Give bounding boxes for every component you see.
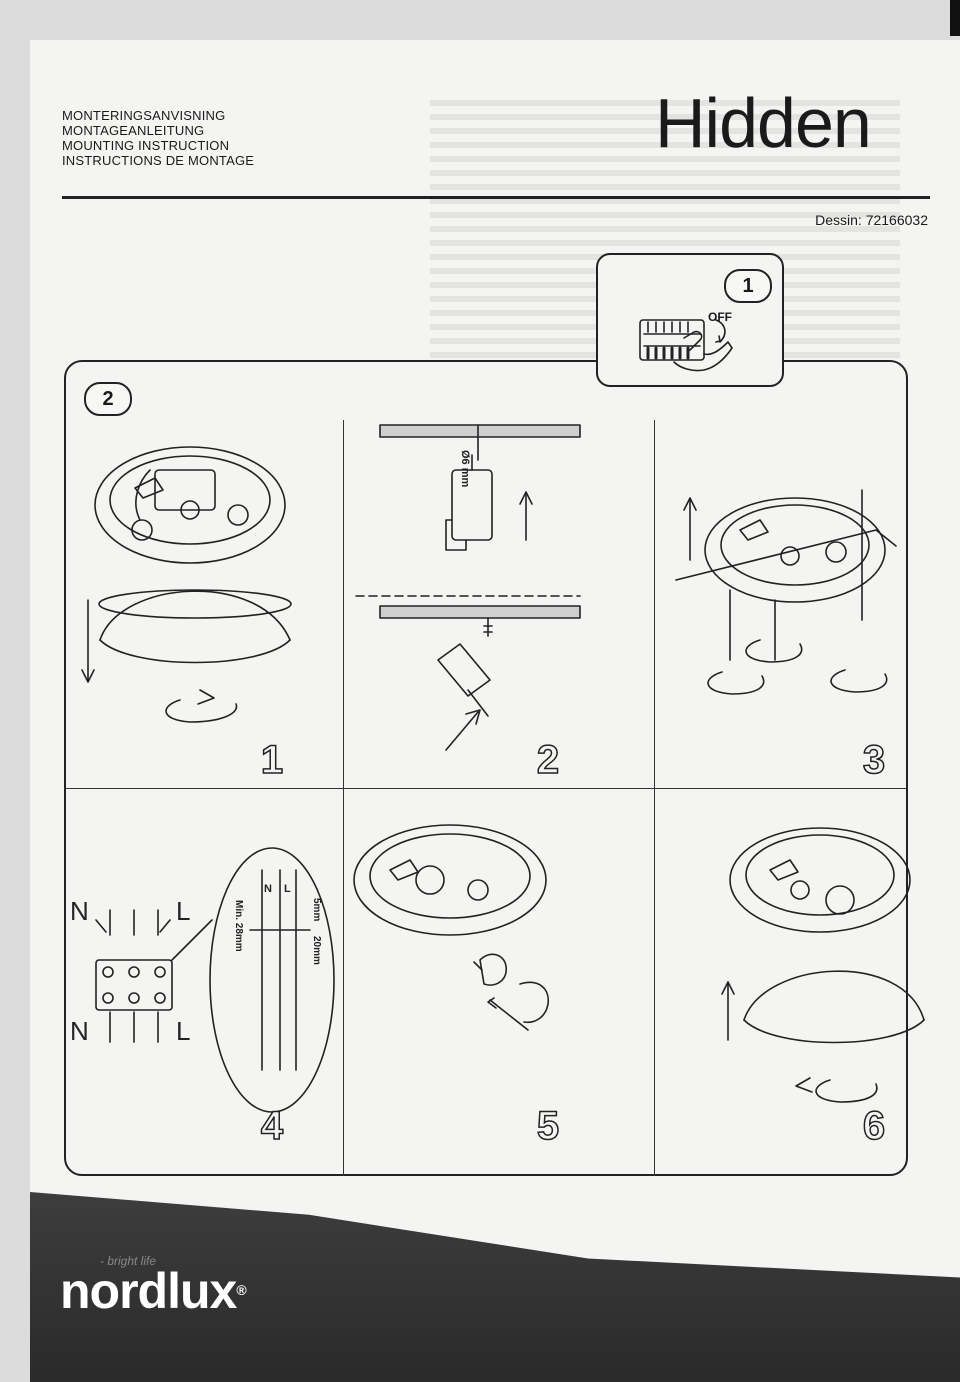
instruction-titles: MONTERINGSANVISNING MONTAGEANLEITUNG MOU… <box>62 108 254 168</box>
step-number-6: 6 <box>862 1103 886 1149</box>
base-mounting-icon <box>675 489 897 695</box>
product-name: Hidden <box>655 84 872 162</box>
registered-mark: ® <box>236 1282 246 1298</box>
title-german: MONTAGEANLEITUNG <box>62 123 205 138</box>
strip-20mm-label: 20mm <box>311 936 322 965</box>
strip-5mm-label: 5mm <box>311 898 322 921</box>
up-arrow-icon <box>445 709 481 751</box>
off-label: OFF <box>708 310 732 324</box>
page-corner <box>950 0 960 36</box>
rotate-arrow-icon <box>165 689 238 723</box>
ceiling-plug-icon <box>379 605 581 637</box>
min-length-label: Min. 28mm <box>233 900 244 952</box>
step-number-5: 5 <box>536 1103 560 1149</box>
ceiling-drill-icon <box>379 424 581 551</box>
step-number-4: 4 <box>260 1103 284 1149</box>
header-rule <box>62 196 930 199</box>
step-number-3: 3 <box>862 737 886 783</box>
step1-badge: 1 <box>724 269 772 303</box>
brand-tagline: - bright life <box>100 1254 157 1268</box>
title-danish: MONTERINGSANVISNING <box>62 108 226 123</box>
diffuser-attach-icon <box>721 827 925 1103</box>
lamp-base-open-icon <box>94 446 286 564</box>
neutral-detail-label: N <box>264 883 272 895</box>
title-english: MOUNTING INSTRUCTION <box>62 138 230 153</box>
neutral-top-label: N <box>70 896 89 926</box>
terminal-block-icon <box>95 909 173 1043</box>
neutral-bottom-label: N <box>70 1016 89 1046</box>
grid-divider-row <box>66 788 906 789</box>
step-number-2: 2 <box>536 737 560 783</box>
step-number-1: 1 <box>260 737 284 783</box>
down-arrow-icon <box>81 599 95 683</box>
live-detail-label: L <box>284 883 291 895</box>
fuse-box-icon <box>639 319 733 372</box>
hammer-icon <box>437 643 491 717</box>
bulb-insert-icon <box>353 824 549 1031</box>
grid-divider-2 <box>654 420 655 1176</box>
drill-size-label: Ø6 mm <box>459 450 471 488</box>
group-badge-2: 2 <box>84 382 132 416</box>
live-bottom-label: L <box>176 1016 190 1046</box>
wire-detail-oval-icon <box>171 847 335 1113</box>
title-french: INSTRUCTIONS DE MONTAGE <box>62 153 255 168</box>
brand-logo: nordlux® <box>60 1262 247 1320</box>
dessin-number: Dessin: 72166032 <box>815 212 928 228</box>
grid-divider-1 <box>343 420 344 1176</box>
diffuser-dome-icon <box>98 589 292 664</box>
live-top-label: L <box>176 896 190 926</box>
steps-frame: 2 <box>64 360 908 1176</box>
brand-name: nordlux <box>60 1263 237 1319</box>
